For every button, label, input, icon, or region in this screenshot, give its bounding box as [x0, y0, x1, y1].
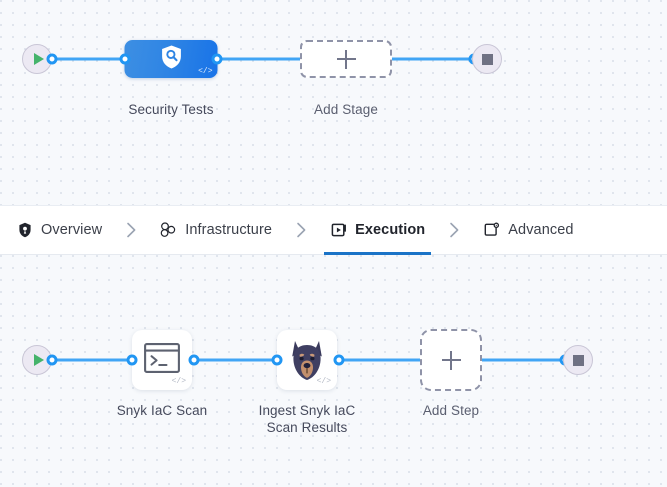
ingest-snyk-iac-card[interactable]: </>: [277, 330, 337, 390]
add-step-label: Add Step: [422, 403, 480, 418]
shield-search-icon: [159, 44, 183, 75]
step-node-snyk-iac-scan[interactable]: </>: [132, 330, 192, 390]
execution-canvas[interactable]: </> Snyk IaC Scan: [0, 255, 667, 487]
connector-dot-ingest-snyk-iac-in[interactable]: [271, 354, 283, 366]
end-circle: [563, 345, 593, 375]
add-step-box[interactable]: [420, 329, 482, 391]
tab-overview-label: Overview: [41, 222, 103, 238]
snyk-dog-icon: [290, 339, 324, 381]
connector-dot-security-tests-in[interactable]: [119, 53, 131, 65]
connector-dot-snyk-iac-scan-out[interactable]: [188, 354, 200, 366]
stage-row: </> Security Tests Add Stage: [0, 0, 667, 205]
add-stage-label: Add Stage: [314, 102, 378, 117]
connector-dot-ingest-snyk-iac-out[interactable]: [333, 354, 345, 366]
tab-execution-label: Execution: [355, 222, 426, 238]
tab-infrastructure-label: Infrastructure: [185, 222, 273, 238]
snyk-iac-scan-card[interactable]: </>: [132, 330, 192, 390]
tab-infrastructure[interactable]: Infrastructure: [158, 206, 274, 255]
chevron-right-icon: [104, 222, 158, 238]
tab-execution[interactable]: Execution: [324, 206, 432, 255]
chevron-right-icon: [274, 222, 328, 238]
step-node-ingest-snyk-iac[interactable]: </>: [277, 330, 337, 390]
wire-start-to-snyk-iac-scan: [50, 358, 132, 362]
pipeline-end-node[interactable]: [472, 44, 502, 74]
connector-dot-security-tests-out[interactable]: [211, 53, 223, 65]
wire-add-stage-to-end: [388, 57, 480, 61]
add-step-button[interactable]: [420, 329, 482, 391]
end-circle: [472, 44, 502, 74]
stage-canvas[interactable]: </> Security Tests Add Stage: [0, 0, 667, 205]
play-icon: [33, 53, 44, 65]
wire-snyk-iac-scan-to-ingest: [192, 358, 278, 362]
connector-dot-start-out[interactable]: [46, 354, 58, 366]
advanced-gear-icon: [483, 222, 500, 239]
stop-icon: [481, 53, 493, 65]
shield-icon: [16, 222, 33, 239]
connector-dot-start-out[interactable]: [46, 53, 58, 65]
execution-play-icon: [330, 222, 347, 239]
wire-add-step-to-end: [482, 358, 570, 362]
plus-icon: [441, 350, 461, 370]
add-stage-button[interactable]: [300, 40, 392, 78]
add-stage-box[interactable]: [300, 40, 392, 78]
stop-icon: [572, 354, 584, 366]
terminal-icon: [144, 342, 180, 378]
stage-node-security-tests[interactable]: </>: [124, 40, 218, 78]
code-badge-icon: </>: [316, 377, 331, 386]
connector-dot-snyk-iac-scan-in[interactable]: [126, 354, 138, 366]
code-badge-icon: </>: [198, 67, 213, 76]
tab-advanced-label: Advanced: [508, 222, 574, 238]
step-label-snyk-iac-scan: Snyk IaC Scan: [116, 403, 208, 418]
step-label-ingest-snyk-iac: Ingest Snyk IaC Scan Results: [258, 403, 356, 435]
tab-advanced[interactable]: Advanced: [481, 206, 575, 255]
wire-start-to-security-tests: [50, 57, 140, 61]
tab-overview[interactable]: Overview: [14, 206, 104, 255]
infrastructure-icon: [160, 222, 177, 239]
step-row: </> Snyk IaC Scan: [0, 255, 667, 487]
pipeline-start-node[interactable]: [22, 44, 52, 74]
chevron-right-icon: [427, 222, 481, 238]
code-badge-icon: </>: [171, 377, 186, 386]
execution-end-node[interactable]: [563, 345, 593, 375]
wire-ingest-to-add-step: [337, 358, 420, 362]
start-circle: [22, 44, 52, 74]
plus-icon: [336, 49, 356, 69]
security-tests-card[interactable]: </>: [124, 40, 218, 78]
play-icon: [33, 354, 44, 366]
pipeline-tab-bar[interactable]: Overview Infrastructure: [0, 205, 667, 255]
stage-label-security-tests: Security Tests: [128, 102, 214, 117]
wire-security-tests-to-add-stage: [219, 57, 304, 61]
